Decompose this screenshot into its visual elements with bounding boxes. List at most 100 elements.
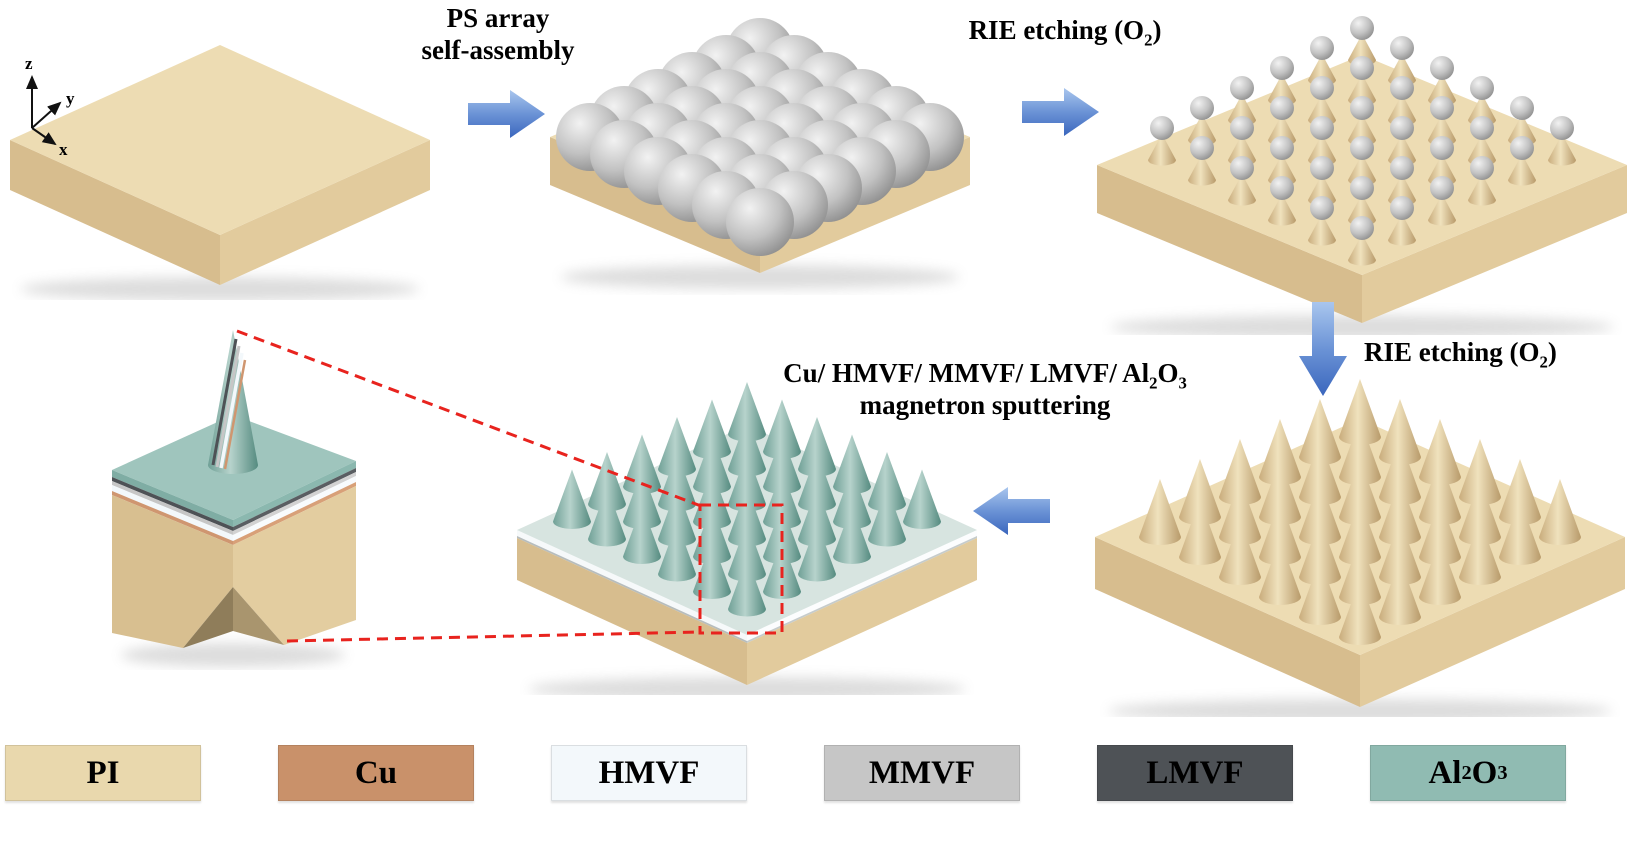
pi-cone xyxy=(1379,439,1421,505)
coated-cone xyxy=(798,487,836,547)
etched-cone xyxy=(1348,34,1376,66)
etched-cone xyxy=(1388,214,1416,246)
legend-item-mmvf: MMVF xyxy=(824,745,1020,801)
etched-sphere xyxy=(1510,136,1534,160)
label-step4: Cu/ HMVF/ MMVF/ LMVF/ Al2O3 magnetron sp… xyxy=(770,357,1200,421)
etched-sphere xyxy=(1350,56,1374,80)
pi-slab-right-face xyxy=(1360,537,1625,707)
pi-cone xyxy=(1339,499,1381,565)
etched-cone xyxy=(1388,174,1416,206)
etched-sphere xyxy=(1390,36,1414,60)
etched-cone xyxy=(1348,154,1376,186)
label-step3: RIE etching (O2) xyxy=(1364,336,1644,372)
coated-cone xyxy=(763,399,801,459)
etched-cone xyxy=(1148,134,1176,166)
pi-cone xyxy=(1379,399,1421,465)
pi-cone xyxy=(1299,559,1341,625)
etched-sphere xyxy=(1430,176,1454,200)
coated-cone-array xyxy=(517,382,977,695)
label-step3-sub: 2 xyxy=(1539,352,1548,372)
pi-cone xyxy=(1259,539,1301,605)
etched-sphere xyxy=(1270,136,1294,160)
legend-label-al2o3-pre: Al xyxy=(1428,754,1462,791)
etched-cone xyxy=(1468,94,1496,126)
panel-coated-cone-array xyxy=(517,382,977,695)
pi-cone xyxy=(1299,519,1341,585)
pi-slab xyxy=(10,45,430,300)
coated-slab-shadow xyxy=(528,677,966,695)
pi-cone xyxy=(1499,499,1541,565)
layer-al2o3-left xyxy=(112,470,233,527)
panel-bare-substrate: z y x xyxy=(10,45,430,300)
pi-cone xyxy=(1259,499,1301,565)
coated-cone xyxy=(693,399,731,459)
pi-cone xyxy=(1379,559,1421,625)
etched-sphere xyxy=(1270,176,1294,200)
pi-cone xyxy=(1339,379,1381,445)
pi-slab-right-face xyxy=(220,140,430,285)
pi-cone-array xyxy=(1095,379,1625,717)
pi-cone xyxy=(1339,539,1381,605)
etched-cone xyxy=(1428,154,1456,186)
pi-cone xyxy=(1179,459,1221,525)
coated-cone xyxy=(588,487,626,547)
etched-sphere xyxy=(1350,136,1374,160)
etched-cone xyxy=(1268,114,1296,146)
coated-cone xyxy=(728,417,766,477)
arrow-right-icon-2 xyxy=(1022,88,1099,136)
etched-cone xyxy=(1268,194,1296,226)
etched-sphere xyxy=(1470,156,1494,180)
etched-cone xyxy=(1428,74,1456,106)
pi-slab-shadow xyxy=(1110,315,1614,335)
coated-cone xyxy=(728,452,766,512)
panel-etched-spheres xyxy=(1097,16,1627,335)
coated-cone xyxy=(623,504,661,564)
layer-lmvf-left xyxy=(112,477,233,531)
etched-cone xyxy=(1388,94,1416,126)
pi-slab-shadow xyxy=(20,277,420,300)
pi-cone xyxy=(1419,419,1461,485)
axis-x-label: x xyxy=(59,140,68,159)
etched-sphere xyxy=(1390,156,1414,180)
zoom-pi-left-face xyxy=(112,495,233,648)
etched-sphere xyxy=(1390,116,1414,140)
coated-cone xyxy=(798,452,836,512)
coated-slab-right-face xyxy=(747,538,977,685)
etched-sphere xyxy=(1510,96,1534,120)
etched-cone xyxy=(1548,134,1576,166)
pi-cone xyxy=(1339,419,1381,485)
ps-sphere xyxy=(726,188,794,256)
pi-cone xyxy=(1339,459,1381,525)
etched-sphere xyxy=(1390,196,1414,220)
label-step4-o: O xyxy=(1157,358,1179,388)
legend-label-al2o3-o: O xyxy=(1471,754,1498,791)
etched-cone xyxy=(1348,74,1376,106)
pi-cone xyxy=(1379,479,1421,545)
label-step1: PS array self-assembly xyxy=(368,2,628,66)
etched-sphere xyxy=(1350,176,1374,200)
pi-slab-left-face xyxy=(1097,165,1362,323)
pi-slab-left-face xyxy=(1095,537,1360,707)
coated-cone xyxy=(868,452,906,512)
etched-sphere xyxy=(1150,116,1174,140)
pi-cone xyxy=(1419,459,1461,525)
pi-slab-right-face xyxy=(1362,165,1627,323)
arrow-right-icon-1 xyxy=(468,90,545,138)
etched-cone xyxy=(1428,194,1456,226)
zoom-notch-right xyxy=(233,587,284,645)
pi-slab-top-face xyxy=(10,45,430,235)
pi-cone xyxy=(1219,519,1261,585)
coated-cone xyxy=(833,504,871,564)
etched-sphere xyxy=(1550,116,1574,140)
panel-ps-sphere-array xyxy=(550,18,970,289)
layer-hmvf-left xyxy=(112,485,233,541)
coated-cone xyxy=(763,434,801,494)
pi-slab-left-face xyxy=(10,140,220,285)
label-step2-text: RIE etching (O xyxy=(968,15,1145,45)
label-step4-materials: Cu/ HMVF/ MMVF/ LMVF/ Al xyxy=(783,358,1150,388)
label-step3-close: ) xyxy=(1547,337,1557,367)
etched-sphere xyxy=(1270,96,1294,120)
coated-cone xyxy=(728,382,766,442)
pi-cone xyxy=(1539,479,1581,545)
